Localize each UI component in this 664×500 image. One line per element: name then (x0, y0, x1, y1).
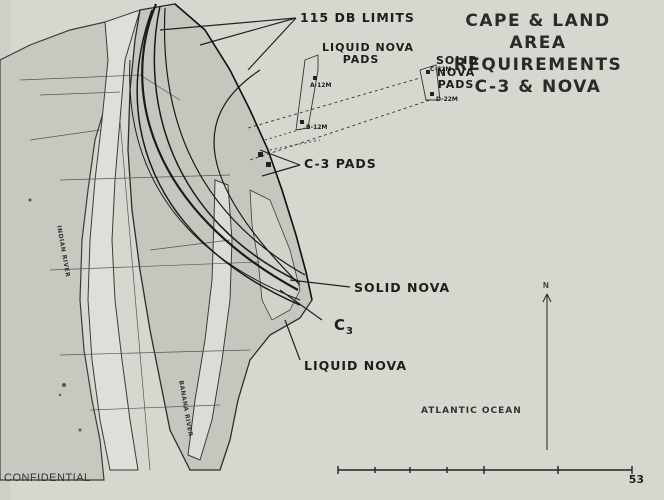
solid-nova-pads-label: SOLID NOVA PADS (436, 54, 479, 91)
mainland (0, 21, 119, 481)
pad-a-label: A-12M (310, 82, 332, 89)
banana-river-water (187, 179, 233, 461)
solid-nova-pads-line-1: SOLID (436, 54, 479, 67)
pad-b-label: B-12M (306, 124, 328, 131)
liquid-nova-pads-line-1: LIQUID NOVA (322, 41, 414, 54)
pad-outlines (247, 54, 441, 161)
solid-nova-pads-line-2: NOVA (436, 66, 476, 79)
north-arrow (542, 293, 552, 450)
page-number: 53 (628, 473, 644, 486)
liquid-nova-label: LIQUID NOVA (304, 358, 408, 373)
river-islands (28, 198, 82, 432)
c3-letter: C (334, 316, 347, 334)
title-line-1: CAPE & LAND AREA (465, 11, 611, 53)
c3-subscript: 3 (346, 326, 354, 337)
c3-pads-label: C-3 PADS (304, 156, 377, 171)
solid-nova-pads-line-3: PADS (437, 78, 475, 91)
title-line-2: REQUIREMENTS (453, 55, 623, 75)
pad-d-label: D-22M (436, 96, 458, 103)
pad-markers (258, 70, 434, 167)
c3-label: C3 (334, 316, 354, 337)
solid-nova-label: SOLID NOVA (354, 280, 451, 295)
atlantic-ocean-label: ATLANTIC OCEAN (421, 406, 522, 416)
confidential-stamp: CONFIDENTIAL (4, 472, 91, 484)
liquid-nova-pads-label: LIQUID NOVA PADS (322, 41, 414, 66)
leaders (159, 17, 351, 361)
db-limits-label: 115 DB LIMITS (300, 10, 415, 25)
coastline (174, 3, 313, 301)
pad-c-label: C-22M (430, 66, 452, 73)
barrier-island (249, 189, 301, 321)
map-title: CAPE & LAND AREA REQUIREMENTS C-3 & NOVA (438, 10, 638, 98)
scale-bar (337, 466, 633, 474)
roads (19, 74, 261, 471)
north-label: N (543, 281, 549, 290)
db-limit-curves (129, 3, 306, 306)
title-line-3: C-3 & NOVA (474, 77, 602, 97)
liquid-nova-pads-line-2: PADS (342, 53, 380, 66)
